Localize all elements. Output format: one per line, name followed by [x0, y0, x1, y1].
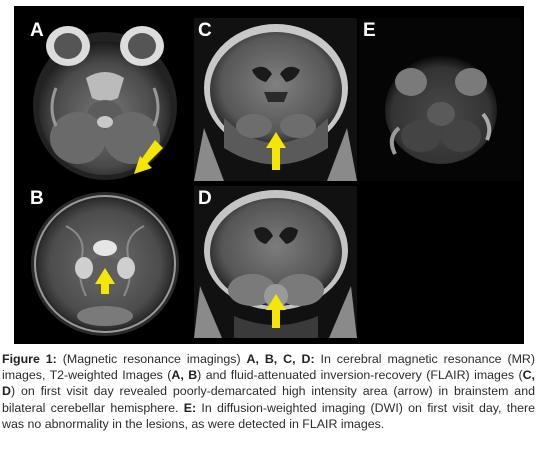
panel-a-label: A [30, 20, 44, 41]
figure-caption: Figure 1: (Magnetic resonance imagings) … [2, 351, 535, 432]
caption-bold: E: [183, 400, 197, 415]
panel-e-image [359, 18, 522, 181]
panel-e-label: E [363, 20, 376, 41]
caption-text: In diffusion-weighted imaging (DWI) on f… [2, 400, 535, 431]
panel-d: D [194, 186, 357, 338]
panel-d-label: D [198, 188, 212, 209]
mri-figure: A B [14, 6, 524, 344]
caption-text: (Magnetic resonance imagings) [56, 352, 247, 366]
caption-text: ) and fluid-attenuated inversion-recover… [197, 368, 523, 383]
caption-figure-label: Figure 1: [2, 352, 57, 366]
caption-bold: A, B, C, D: [246, 352, 315, 366]
caption-text: In cerebral magnetic resonance (MR) imag… [2, 352, 535, 383]
arrow-icon [95, 268, 115, 294]
panel-c: C [194, 18, 357, 181]
caption-bold: A, B [171, 368, 198, 383]
arrow-icon [266, 294, 286, 328]
caption-bold: C, D [2, 368, 535, 399]
panel-d-image [194, 186, 357, 338]
panel-c-label: C [198, 20, 212, 41]
panel-b: B [26, 186, 184, 338]
panel-e: E [359, 18, 522, 181]
arrow-icon [266, 132, 286, 170]
arrow-icon [134, 140, 163, 174]
panel-a: A [26, 18, 184, 181]
panel-b-image [31, 192, 179, 336]
panel-c-image [194, 18, 357, 181]
panel-a-image [33, 26, 177, 180]
panel-b-label: B [30, 188, 44, 209]
caption-text: ) on first visit day revealed poorly-dem… [2, 384, 535, 415]
